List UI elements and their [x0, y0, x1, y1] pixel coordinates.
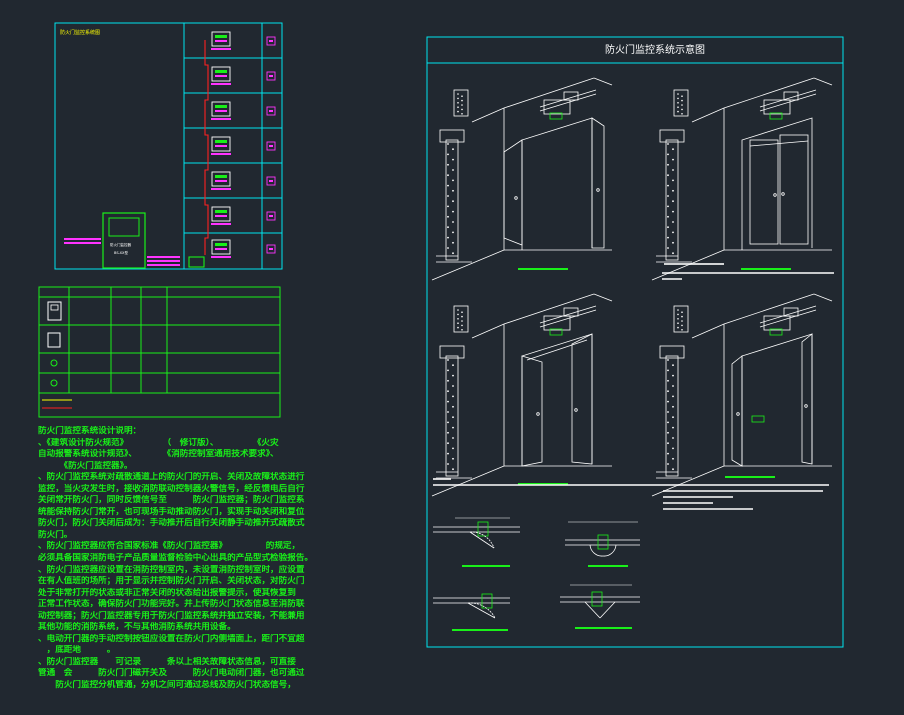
plan-detail-1: [433, 517, 520, 567]
note-line: 防火门，防火门关闭后成为：手动推开后自行关闭静手动推开式疏散式: [38, 518, 305, 529]
riser-title: 防火门监控系统图: [60, 29, 100, 36]
legend-module-icon: [47, 332, 61, 348]
floor-module: [211, 239, 276, 258]
floor-module: [211, 206, 276, 225]
legend-controller-icon: [47, 301, 62, 321]
design-notes: 防火门监控系统设计说明：、《建筑设计防火规范》 （ 修订版）、 《火灾自动报警系…: [38, 426, 320, 692]
door-scene-2: [651, 77, 833, 281]
legend-magnet-icon: [50, 359, 58, 367]
floor-modules: [211, 31, 276, 258]
door-scene-4: [651, 293, 833, 497]
note-line: 其他功能的消防系统，不与其他消防系统共用设备。: [38, 622, 236, 633]
legend-table: [38, 286, 281, 418]
power-box: [188, 256, 205, 268]
riser-bus-line: [204, 40, 209, 255]
note-line: 自动报警系统设计规范》、 《消防控制室通用技术要求》、: [38, 449, 279, 460]
note-line: 防火门监控分机管通，分机之间可通过总线及防火门状态信号，: [38, 680, 296, 691]
floor-module: [211, 31, 276, 50]
note-line: 在有人值班的场所；用于显示并控制防火门开启、关闭状态，对防火门: [38, 576, 305, 587]
floor-module: [211, 101, 276, 120]
controller-cabinet: [102, 212, 146, 269]
note-line: 管通 会 防火门门磁开关及 防火门电动闭门器，也可通过: [38, 668, 305, 679]
schematic-title: 防火门监控系统示意图: [605, 43, 705, 56]
riser-frame: [54, 22, 283, 270]
note-line: 正常工作状态，确保防火门功能完好。并上传防火门状态信息至消防联: [38, 599, 305, 610]
controller-model: BS-XX型: [114, 250, 128, 255]
note-line: 、电动开门器的手动控制按钮应设置在防火门内侧墙面上，距门不宜超: [38, 633, 305, 644]
note-line: 处于非常打开的状态或非正常关闭的状态给出报警提示，使其恢复到: [38, 587, 296, 598]
floor-module: [211, 136, 276, 155]
controller-label: 防火门监控器: [110, 242, 131, 247]
floor-module: [211, 171, 276, 190]
door-scene-1: [431, 77, 613, 281]
floor-module: [211, 66, 276, 85]
note-line: 统能保持防火门常开，也可现场手动推动防火门，实现手动关闭和复位: [38, 506, 305, 517]
note-line: 防火门。: [38, 529, 73, 540]
note-line: 、防火门监控器应符合国家标准《防火门监控器》 的规定，: [38, 541, 301, 552]
note-line: 动控制器；防火门监控器专用于防火门监控系统并独立安装，不能兼用: [38, 610, 305, 621]
door-scene-3: [431, 293, 613, 497]
schematic-panel: 防火门监控系统示意图: [426, 36, 844, 648]
riser-diagram: 防火门监控系统图 防火门监控器 BS-XX型: [54, 22, 283, 270]
note-line: 防火门监控系统设计说明：: [38, 426, 142, 436]
plan-detail-2: [565, 521, 640, 567]
note-line: 《防火门监控器》。: [38, 460, 133, 471]
note-line: 关闭常开防火门，同时反馈信号至 防火门监控器；防火门监控系: [38, 495, 305, 506]
note-line: 监控，当火灾发生时，接收消防联动控制器火警信号，经反馈电后自行: [38, 483, 305, 494]
note-line: 、防火门监控器应设置在消防控制室内，未设置消防控制室时，应设置: [38, 564, 305, 575]
note-line: 必须具备国家消防电子产品质量监督检验中心出具的产品型式检验报告。: [38, 553, 314, 564]
note-line: 、《建筑设计防火规范》 （ 修订版）、 《火灾: [38, 437, 279, 448]
plan-detail-3: [433, 593, 510, 631]
schematic-frame: [426, 36, 844, 648]
door-scenes: [431, 77, 833, 497]
note-line: ，底距地 。: [38, 645, 116, 656]
legend-closer-icon: [50, 379, 58, 387]
note-line: 、防火门监控器 可记录 条以上相关故障状态信息，可直接: [38, 656, 296, 667]
note-line: 、防火门监控系统对疏散通道上的防火门的开启、关闭及故障状态进行: [38, 472, 305, 483]
plan-detail-4: [560, 584, 640, 629]
